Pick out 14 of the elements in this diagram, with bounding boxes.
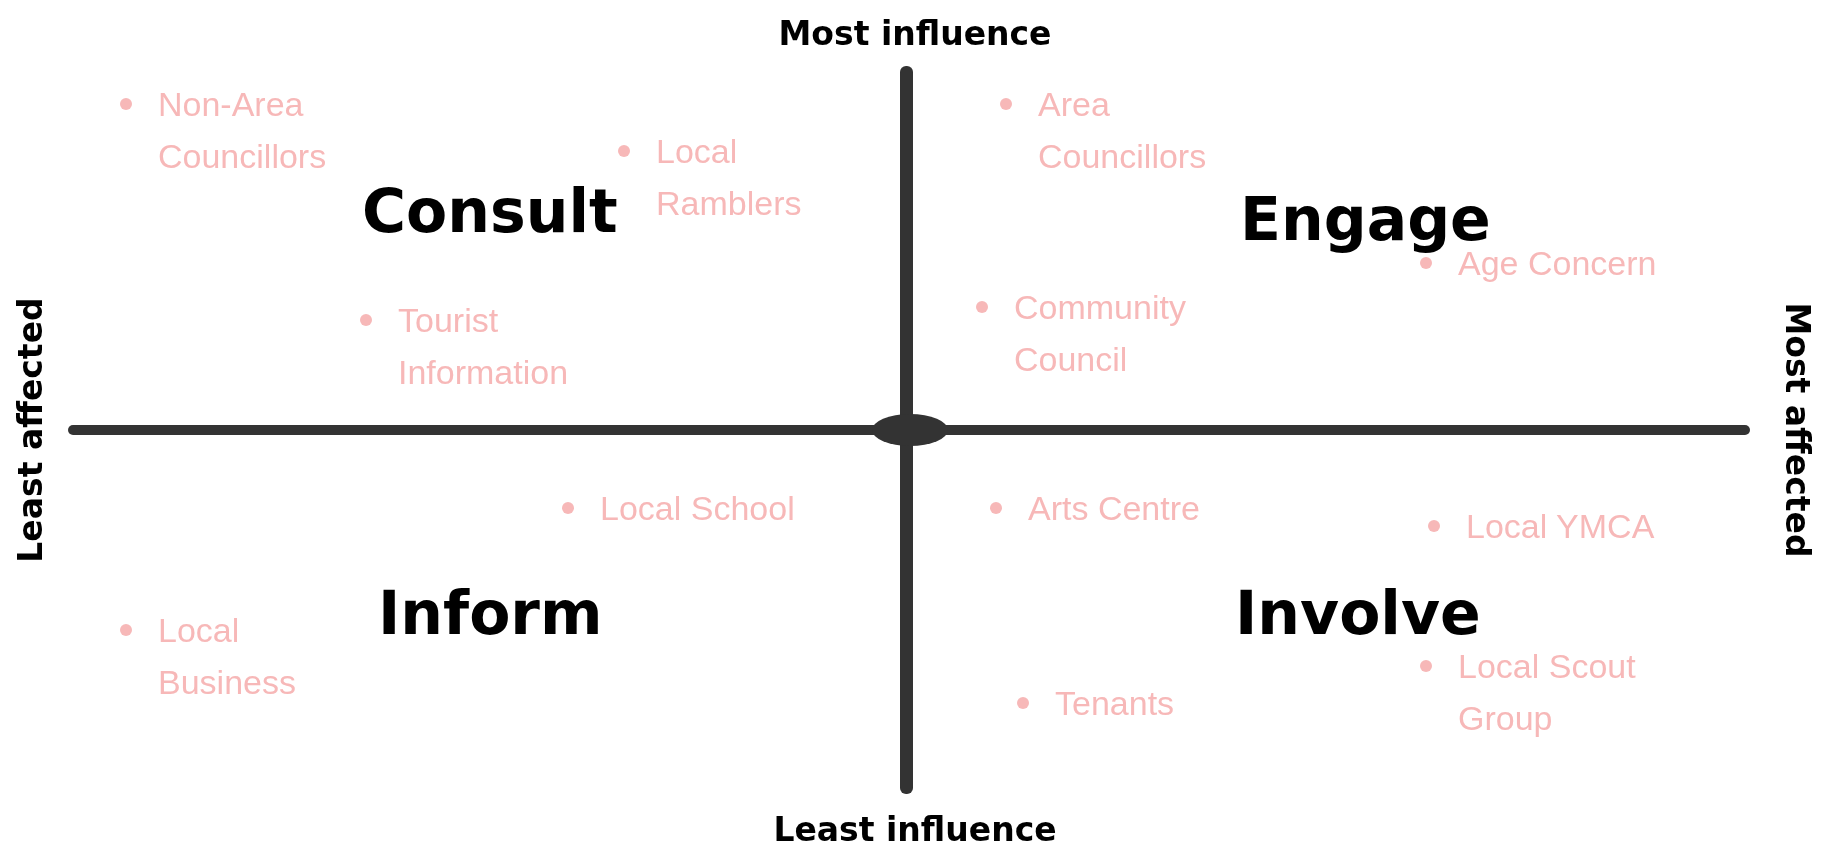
axis-label: Least influence: [773, 810, 1057, 849]
stakeholder-item: Local Ramblers: [618, 125, 828, 229]
stakeholder-item: Local Business: [120, 604, 340, 708]
axis-label: Most influence: [778, 14, 1052, 53]
stakeholder-item: Local YMCA: [1428, 500, 1655, 552]
stakeholder-item: Arts Centre: [990, 482, 1200, 534]
stakeholder-item: Tenants: [1017, 677, 1175, 729]
stakeholder-item: Tourist Information: [360, 294, 640, 398]
quadrant-label: Inform: [378, 578, 603, 648]
stakeholder-item: Community Council: [976, 281, 1246, 385]
stakeholder-item: Local School: [562, 482, 795, 534]
stakeholder-item: Area Councillors: [1000, 78, 1260, 182]
axis-label: Most affected: [1777, 302, 1817, 558]
axis-label: Least affected: [10, 297, 50, 563]
